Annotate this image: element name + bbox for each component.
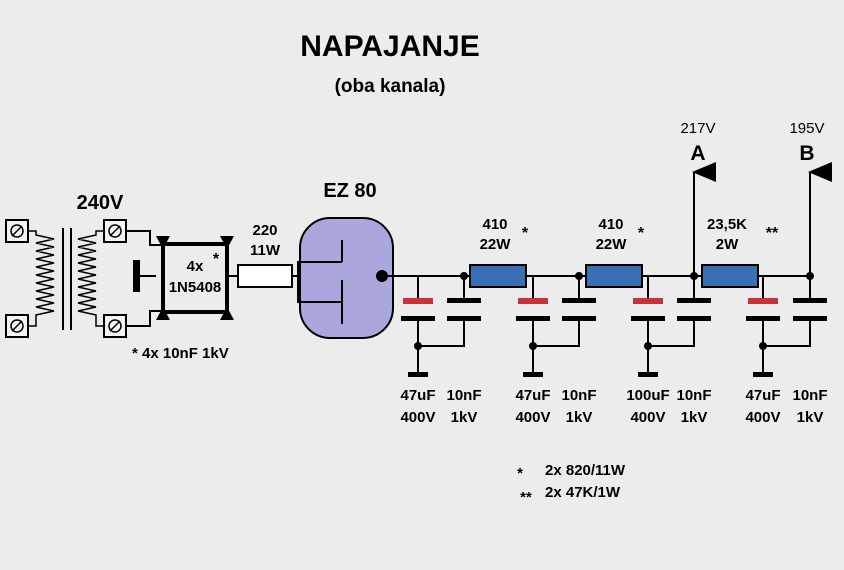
legend-text-2: 2x 47K/1W — [545, 484, 621, 501]
filter-resistor-power: 22W — [596, 236, 628, 253]
bridge-part: 1N5408 — [169, 279, 222, 296]
capacitor-value: 10nF — [676, 387, 711, 404]
bridge-asterisk: * — [213, 251, 220, 268]
filter-resistor-power: 2W — [716, 236, 739, 253]
ground-stub — [408, 321, 465, 377]
filter-resistor-mark: * — [638, 225, 645, 242]
series-resistor-power: 11W — [250, 242, 281, 259]
ground-stub — [753, 321, 811, 377]
filter-resistor-mark: ** — [766, 225, 779, 242]
bridge-count: 4x — [187, 258, 204, 275]
electrolytic-capacitor: 47uF 400V — [745, 276, 781, 426]
filter-resistor-value: 410 — [482, 216, 507, 233]
transformer — [5, 219, 127, 338]
filter-resistor-value: 410 — [598, 216, 623, 233]
secondary-winding — [77, 230, 104, 327]
capacitor-voltage: 400V — [630, 409, 665, 426]
output-a-voltage: 217V — [680, 120, 715, 137]
electrolytic-capacitor: 47uF 400V — [515, 276, 551, 426]
page-title: NAPAJANJE — [300, 30, 480, 63]
bridge-capacitors-note: * 4x 10nF 1kV — [132, 345, 229, 362]
film-capacitor: 10nF 1kV — [561, 276, 597, 426]
capacitor-voltage: 400V — [400, 409, 435, 426]
capacitor-value: 47uF — [745, 387, 780, 404]
transformer-label: 240V — [77, 192, 124, 214]
filter-resistor-2 — [585, 264, 643, 288]
filter-resistor-value: 23,5K — [707, 216, 747, 233]
tube-label: EZ 80 — [323, 180, 376, 202]
capacitor-value: 10nF — [792, 387, 827, 404]
capacitor-value: 10nF — [561, 387, 596, 404]
page-subtitle: (oba kanala) — [335, 76, 446, 97]
series-resistor-220 — [237, 264, 293, 288]
capacitor-voltage: 1kV — [566, 409, 593, 426]
capacitor-voltage: 400V — [515, 409, 550, 426]
capacitor-value: 10nF — [446, 387, 481, 404]
output-a-label: A — [690, 142, 705, 165]
ground-stub — [638, 321, 695, 377]
film-capacitor: 10nF 1kV — [792, 276, 828, 426]
film-capacitor: 10nF 1kV — [446, 276, 482, 426]
filter-resistor-3 — [701, 264, 759, 288]
capacitor-value: 100uF — [626, 387, 669, 404]
primary-winding — [28, 230, 55, 327]
bridge-negative-terminal — [133, 260, 140, 292]
capacitor-value: 47uF — [400, 387, 435, 404]
electrolytic-capacitor: 100uF 400V — [626, 276, 670, 426]
filter-resistor-power: 22W — [480, 236, 512, 253]
filter-resistor-1 — [469, 264, 527, 288]
series-resistor-value: 220 — [252, 222, 277, 239]
filter-resistor-mark: * — [522, 225, 529, 242]
film-capacitor: 10nF 1kV — [676, 276, 712, 426]
capacitor-voltage: 1kV — [797, 409, 824, 426]
rectifier-tube-ez80 — [299, 217, 394, 339]
legend-mark-1: * — [517, 465, 523, 482]
legend-text-1: 2x 820/11W — [545, 462, 626, 479]
ground-stub — [523, 321, 580, 377]
capacitor-voltage: 1kV — [681, 409, 708, 426]
electrolytic-capacitor: 47uF 400V — [400, 276, 436, 426]
legend-mark-2: ** — [520, 489, 532, 506]
capacitor-value: 47uF — [515, 387, 550, 404]
capacitor-voltage: 400V — [745, 409, 780, 426]
output-b-label: B — [799, 142, 814, 165]
bridge-rectifier: 4x 1N5408 — [156, 236, 234, 320]
output-b-voltage: 195V — [789, 120, 824, 137]
capacitor-voltage: 1kV — [451, 409, 478, 426]
